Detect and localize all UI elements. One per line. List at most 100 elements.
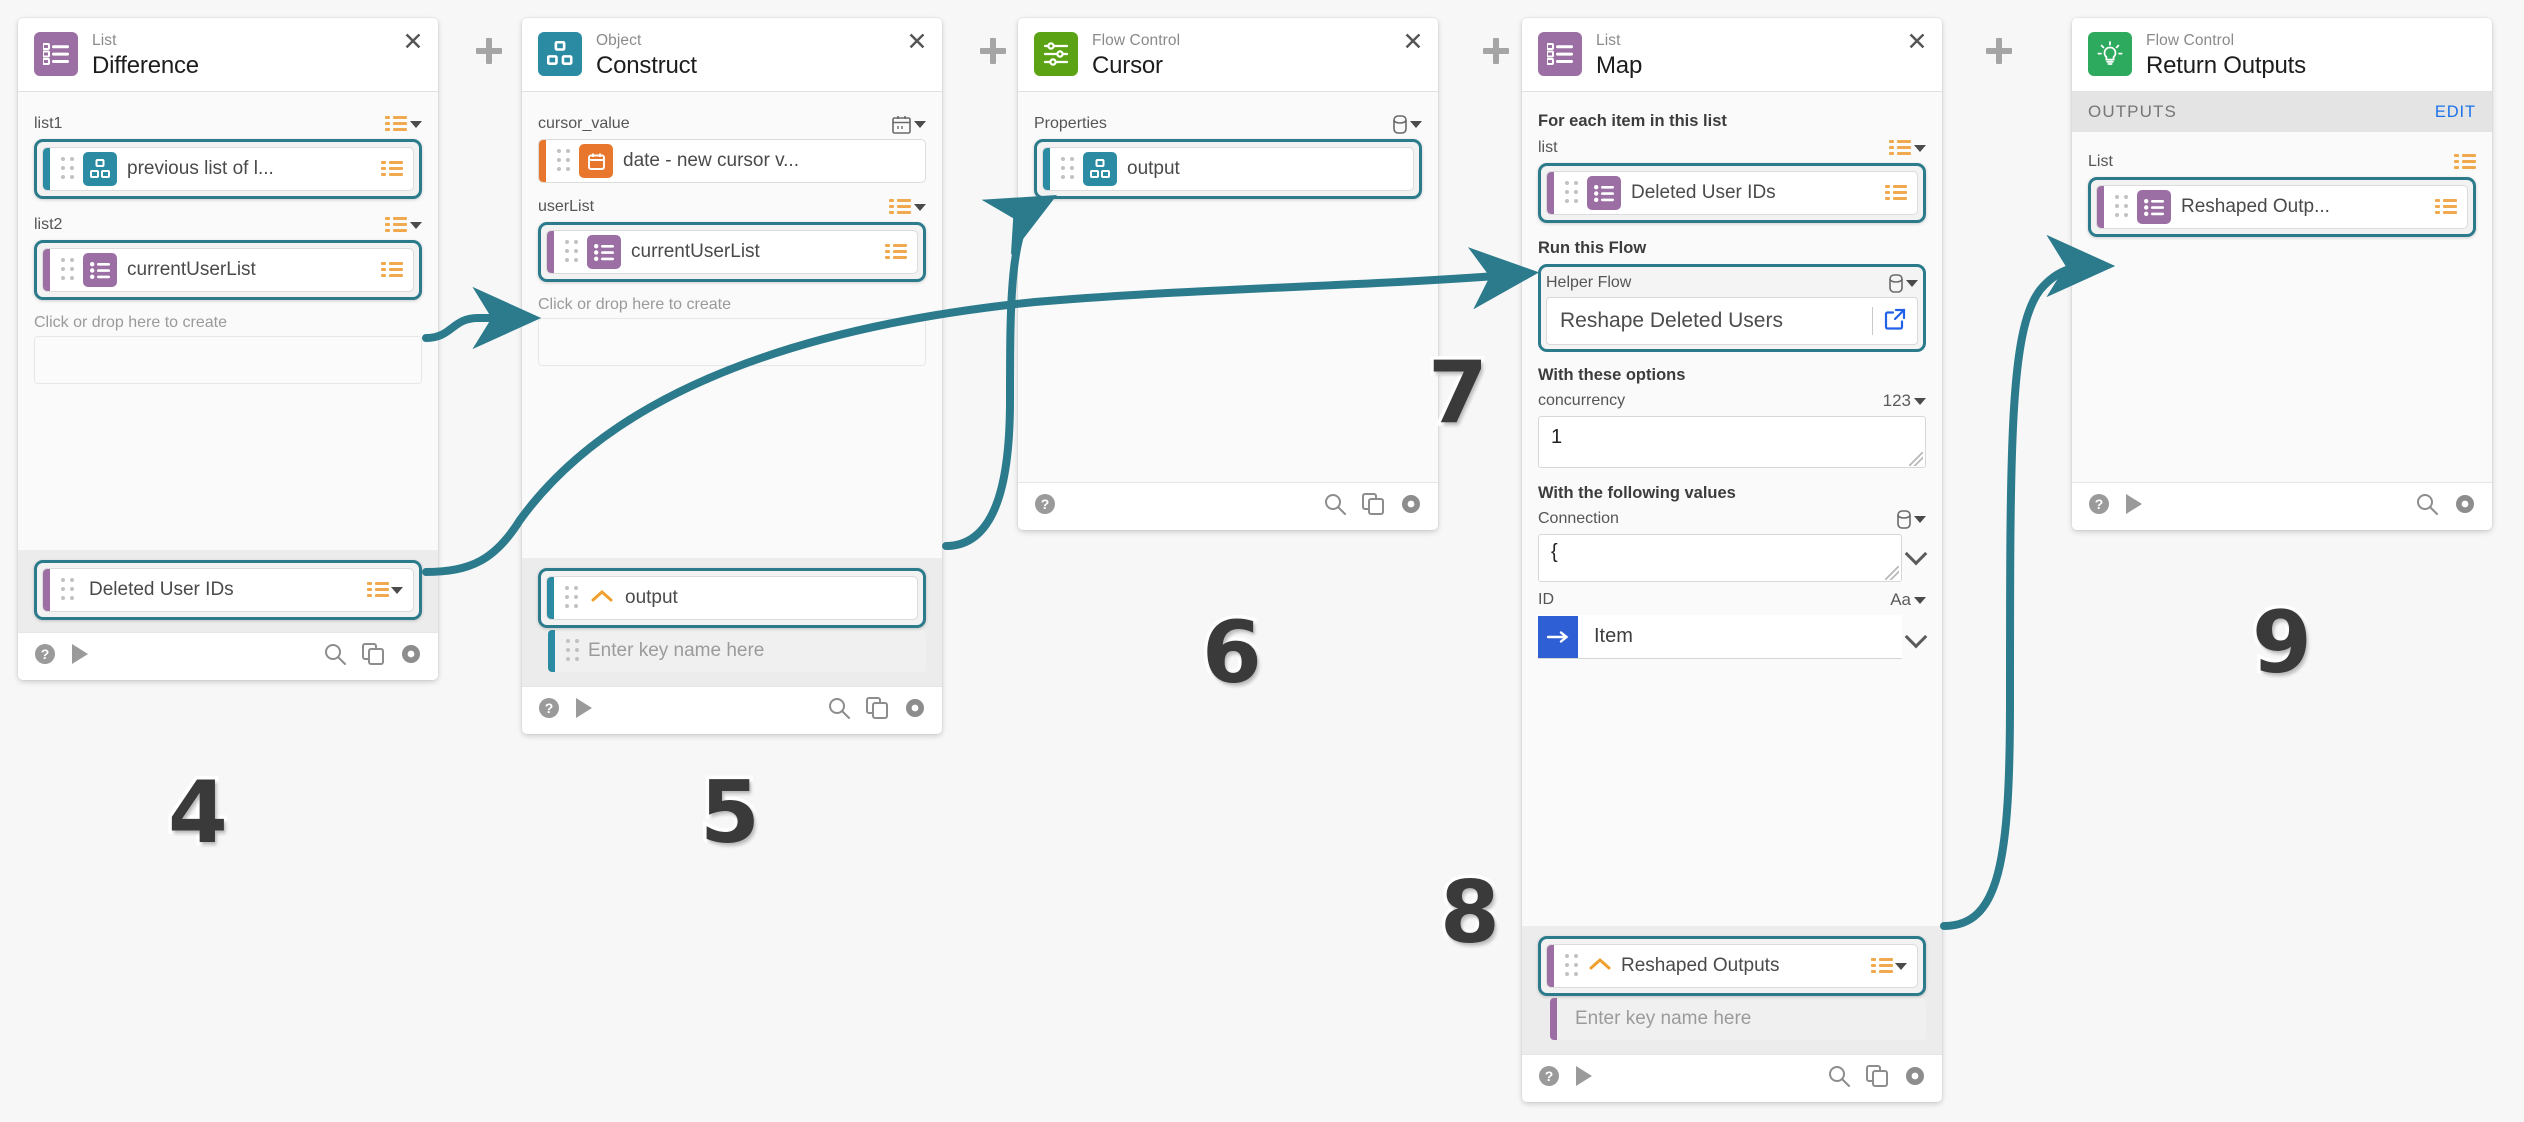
add-step-after-construct[interactable]	[980, 38, 1006, 64]
token-current-user-list[interactable]: currentUserList	[42, 248, 414, 292]
drop-zone[interactable]	[34, 336, 422, 384]
new-key-row[interactable]: Enter key name here	[1550, 998, 1926, 1040]
drag-handle-icon[interactable]	[1561, 180, 1583, 206]
drag-handle-icon[interactable]	[553, 148, 575, 174]
search-icon[interactable]	[1828, 1065, 1850, 1092]
close-icon[interactable]: ✕	[1402, 27, 1424, 56]
database-type-icon[interactable]	[1897, 509, 1926, 529]
connection-input[interactable]: {	[1538, 534, 1902, 582]
chevron-down-icon[interactable]	[1914, 596, 1926, 604]
close-icon[interactable]: ✕	[1906, 27, 1928, 56]
create-hint: Click or drop here to create	[34, 314, 227, 331]
date-type-icon[interactable]	[892, 115, 926, 134]
edit-button[interactable]: EDIT	[2434, 102, 2476, 121]
drag-handle-icon[interactable]	[1561, 953, 1583, 979]
gear-icon[interactable]	[1904, 1065, 1926, 1092]
chevron-down-icon[interactable]	[1914, 515, 1926, 523]
chevron-down-icon[interactable]	[1410, 120, 1422, 128]
card-construct[interactable]: Object Construct ✕ cursor_value date - n…	[522, 18, 942, 734]
help-icon[interactable]: ?	[1034, 493, 1056, 520]
drag-handle-icon[interactable]	[2111, 194, 2133, 220]
run-icon[interactable]	[1574, 1065, 1594, 1092]
drag-handle-icon[interactable]	[562, 638, 584, 664]
drag-handle-icon[interactable]	[57, 257, 79, 283]
expand-chevron-icon[interactable]	[1904, 625, 1928, 649]
chevron-down-icon[interactable]	[391, 586, 403, 594]
token-reshaped-outputs[interactable]: Reshaped Outputs	[1546, 944, 1918, 988]
drag-handle-icon[interactable]	[561, 585, 583, 611]
card-header: Flow Control Cursor ✕	[1018, 18, 1438, 92]
chevron-down-icon[interactable]	[1914, 144, 1926, 152]
token-date-new-cursor[interactable]: date - new cursor v...	[538, 139, 926, 183]
add-step-after-cursor[interactable]	[1483, 38, 1509, 64]
copy-icon[interactable]	[866, 697, 888, 724]
add-step-after-difference[interactable]	[476, 38, 502, 64]
helper-flow-select[interactable]: Reshape Deleted Users	[1546, 297, 1918, 345]
token-current-user-list[interactable]: currentUserList	[546, 230, 918, 274]
chevron-down-icon[interactable]	[410, 221, 422, 229]
text-type-icon[interactable]: Aa	[1890, 590, 1926, 610]
search-icon[interactable]	[2416, 493, 2438, 520]
expand-chevron-icon[interactable]	[1904, 542, 1928, 566]
run-icon[interactable]	[2124, 493, 2144, 520]
copy-icon[interactable]	[1362, 493, 1384, 520]
token-deleted-user-ids[interactable]: Deleted User IDs	[42, 568, 414, 612]
list-type-icon[interactable]	[1865, 957, 1907, 975]
gear-icon[interactable]	[2454, 493, 2476, 520]
list-type-icon	[375, 261, 403, 279]
list-type-icon[interactable]	[385, 115, 422, 133]
drag-handle-icon[interactable]	[1057, 156, 1079, 182]
run-icon[interactable]	[574, 697, 594, 724]
list-type-icon[interactable]	[361, 581, 403, 599]
chevron-down-icon[interactable]	[1914, 397, 1926, 405]
card-return-outputs[interactable]: Flow Control Return Outputs OUTPUTS EDIT…	[2072, 18, 2492, 530]
help-icon[interactable]: ?	[34, 643, 56, 670]
list-type-icon[interactable]	[889, 198, 926, 216]
chevron-down-icon[interactable]	[1895, 962, 1907, 970]
chevron-down-icon[interactable]	[1906, 279, 1918, 287]
card-category: Flow Control	[1092, 32, 1181, 49]
chevron-down-icon[interactable]	[914, 203, 926, 211]
copy-icon[interactable]	[1866, 1065, 1888, 1092]
search-icon[interactable]	[1324, 493, 1346, 520]
label-text: cursor_value	[538, 115, 630, 132]
close-icon[interactable]: ✕	[906, 27, 928, 56]
drag-handle-icon[interactable]	[57, 156, 79, 182]
card-map[interactable]: List Map ✕ For each item in this list li…	[1522, 18, 1942, 1102]
token-previous-list[interactable]: previous list of l...	[42, 147, 414, 191]
close-icon[interactable]: ✕	[402, 27, 424, 56]
gear-icon[interactable]	[1400, 493, 1422, 520]
drag-handle-icon[interactable]	[57, 577, 79, 603]
id-select[interactable]: Item	[1538, 615, 1902, 659]
token-output[interactable]: output	[546, 576, 918, 620]
copy-icon[interactable]	[362, 643, 384, 670]
concurrency-input[interactable]: 1	[1538, 416, 1926, 468]
search-icon[interactable]	[828, 697, 850, 724]
search-icon[interactable]	[324, 643, 346, 670]
token-deleted-user-ids[interactable]: Deleted User IDs	[1546, 171, 1918, 215]
open-external-icon[interactable]	[1873, 308, 1917, 335]
add-step-after-map[interactable]	[1986, 38, 2012, 64]
run-icon[interactable]	[70, 643, 90, 670]
help-icon[interactable]: ?	[2088, 493, 2110, 520]
chevron-down-icon[interactable]	[914, 120, 926, 128]
new-key-row[interactable]: Enter key name here	[548, 630, 926, 672]
resize-handle[interactable]	[1909, 452, 1923, 466]
chevron-down-icon[interactable]	[410, 120, 422, 128]
token-output[interactable]: output	[1042, 147, 1414, 191]
help-icon[interactable]: ?	[1538, 1065, 1560, 1092]
card-cursor[interactable]: Flow Control Cursor ✕ Properties	[1018, 18, 1438, 530]
card-difference[interactable]: List Difference ✕ list1	[18, 18, 438, 680]
gear-icon[interactable]	[904, 697, 926, 724]
number-type-icon[interactable]: 123	[1883, 391, 1926, 411]
list-type-icon[interactable]	[385, 216, 422, 234]
help-icon[interactable]: ?	[538, 697, 560, 724]
database-type-icon[interactable]	[1889, 273, 1918, 293]
list-type-icon[interactable]	[1889, 139, 1926, 157]
drop-zone[interactable]	[538, 318, 926, 366]
resize-handle[interactable]	[1885, 566, 1899, 580]
drag-handle-icon[interactable]	[561, 239, 583, 265]
gear-icon[interactable]	[400, 643, 422, 670]
token-reshaped-outputs[interactable]: Reshaped Outp...	[2096, 185, 2468, 229]
database-type-icon[interactable]	[1393, 114, 1422, 134]
